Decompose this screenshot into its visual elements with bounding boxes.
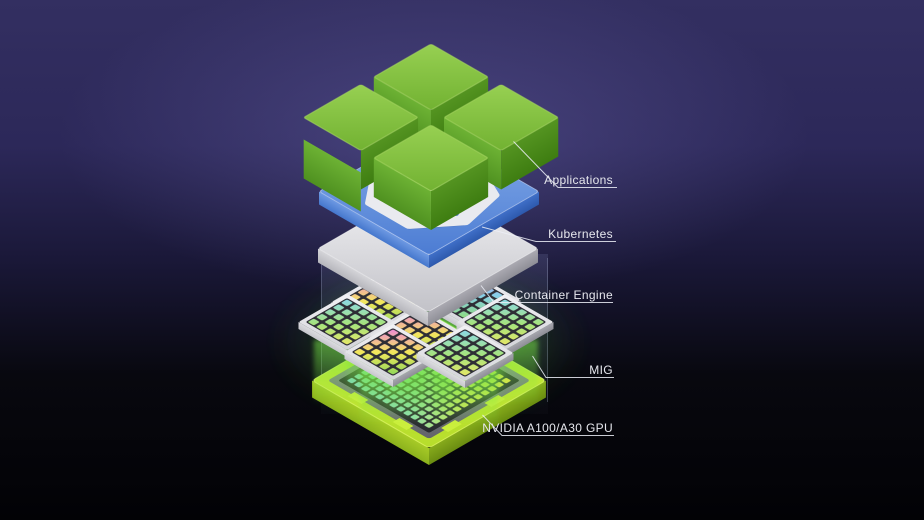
label-applications: Applications xyxy=(544,173,613,187)
callout-container-engine: Container Engine xyxy=(480,285,613,303)
label-mig: MIG xyxy=(589,363,613,377)
callout-gpu: NVIDIA A100/A30 GPU xyxy=(482,414,614,436)
app-cube-tops xyxy=(303,44,559,191)
label-kubernetes: Kubernetes xyxy=(548,227,613,241)
mig-chips xyxy=(298,272,554,388)
leader-line-kubernetes xyxy=(481,226,616,242)
mig-chip xyxy=(416,325,514,388)
leader-line-applications xyxy=(513,141,617,188)
app-cube xyxy=(373,158,489,230)
mig-chip xyxy=(344,324,442,387)
callouts: Applications Kubernetes Container Engine… xyxy=(480,141,617,436)
leader-line-gpu xyxy=(482,414,614,436)
leader-line-mig xyxy=(532,355,614,378)
label-container-engine: Container Engine xyxy=(515,288,613,302)
callout-applications: Applications xyxy=(513,141,617,188)
applications-cubes xyxy=(303,44,559,230)
callout-kubernetes: Kubernetes xyxy=(481,226,616,242)
callout-mig: MIG xyxy=(532,355,614,378)
label-gpu: NVIDIA A100/A30 GPU xyxy=(482,421,613,435)
leader-line-container-engine xyxy=(480,285,613,303)
